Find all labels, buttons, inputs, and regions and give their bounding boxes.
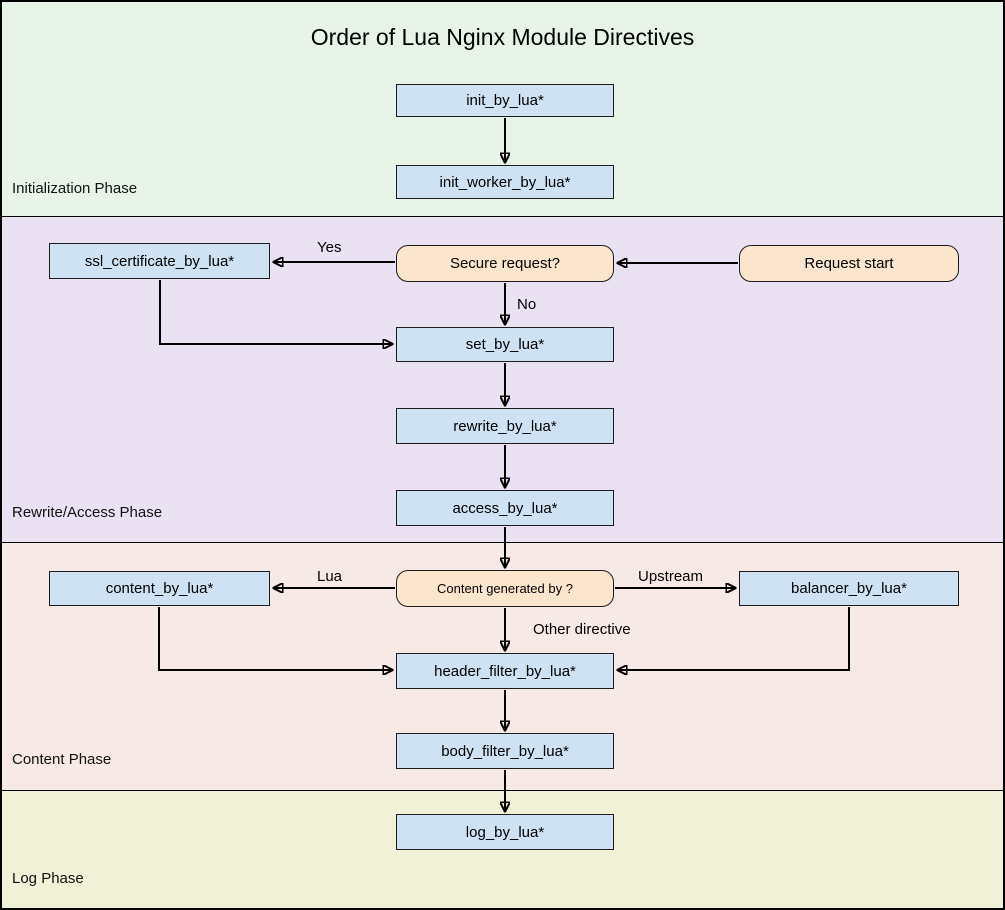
node-set-by-lua: set_by_lua* [396,327,614,362]
node-ssl-certificate-by-lua: ssl_certificate_by_lua* [49,243,270,279]
node-balancer-by-lua: balancer_by_lua* [739,571,959,606]
edge-label-other-directive: Other directive [533,621,631,638]
edge-label-lua: Lua [317,568,343,585]
phase-band-log [2,790,1003,908]
node-request-start: Request start [739,245,959,282]
node-init-worker-by-lua: init_worker_by_lua* [396,165,614,199]
phase-label-log: Log Phase [12,870,84,887]
edge-label-yes: Yes [317,239,342,256]
node-secure-request-decision: Secure request? [396,245,614,282]
node-header-filter-by-lua: header_filter_by_lua* [396,653,614,689]
node-access-by-lua: access_by_lua* [396,490,614,526]
diagram-title: Order of Lua Nginx Module Directives [310,24,695,50]
node-rewrite-by-lua: rewrite_by_lua* [396,408,614,444]
node-content-generated-by-decision: Content generated by ? [396,570,614,607]
phase-label-initialization: Initialization Phase [12,180,138,197]
node-body-filter-by-lua: body_filter_by_lua* [396,733,614,769]
phase-label-content: Content Phase [12,751,112,768]
edge-label-no: No [517,296,537,313]
node-log-by-lua: log_by_lua* [396,814,614,850]
edge-label-upstream: Upstream [638,568,704,585]
node-init-by-lua: init_by_lua* [396,84,614,117]
node-content-by-lua: content_by_lua* [49,571,270,606]
phase-label-rewrite-access: Rewrite/Access Phase [12,504,163,521]
